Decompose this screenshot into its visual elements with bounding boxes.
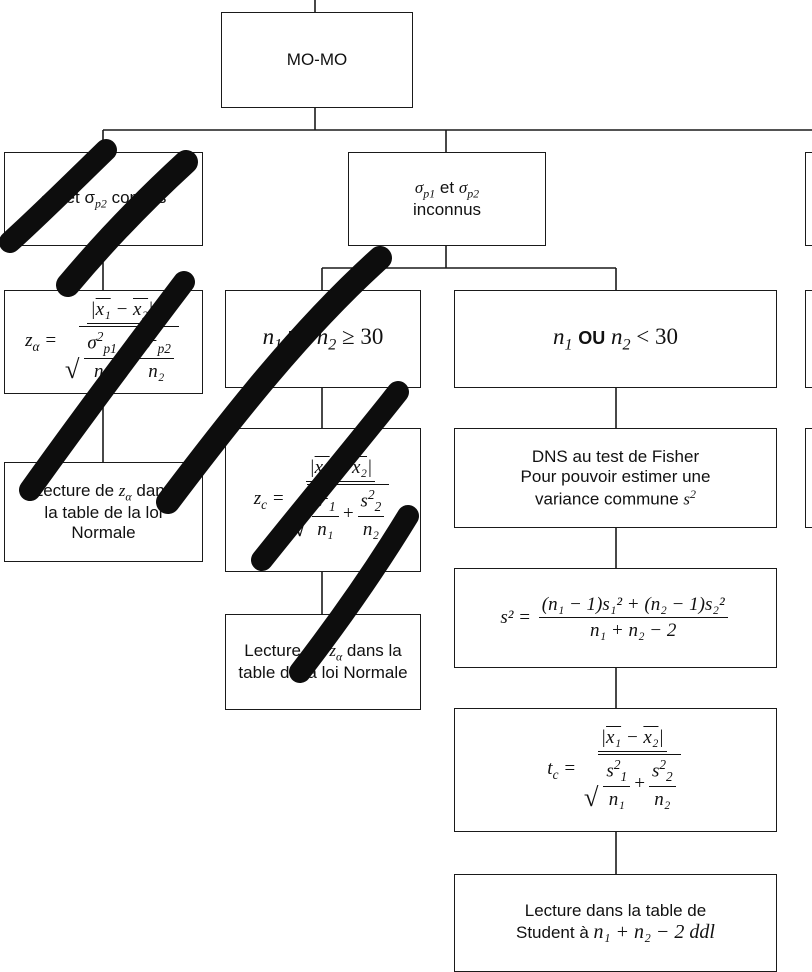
unknown-sigma-condition: σp1 et σp2 inconnus [412,177,482,220]
small-sample-node: n1 OU n2 < 30 [454,290,777,388]
root-label: MO-MO [286,49,348,69]
large-sample-condition: n1 ET n2 ≥ 30 [262,323,384,354]
offscreen-node-2 [805,290,812,388]
known-sigma-node: σp1 et σp2 connus [4,152,203,246]
large-sample-node: n1 ET n2 ≥ 30 [225,290,421,388]
fisher-test-text: DNS au test de Fisher Pour pouvoir estim… [520,446,711,509]
student-lookup-node: Lecture dans la table de Student à n₁ + … [454,874,777,972]
offscreen-node-1 [805,152,812,246]
student-lookup-text: Lecture dans la table de Student à n₁ + … [516,901,715,944]
known-sigma-condition: σp1 et σp2 connus [40,187,167,211]
offscreen-node-3 [805,428,812,528]
common-variance-formula: s² = (n₁ − 1)s₁² + (n₂ − 1)s₂² n₁ + n₂ −… [500,594,730,643]
small-sample-condition: n1 OU n2 < 30 [552,323,679,354]
common-variance-node: s² = (n₁ − 1)s₁² + (n₂ − 1)s₂² n₁ + n₂ −… [454,568,777,668]
large-sample-lookup-node: Lecture de zα dans la table de la loi No… [225,614,421,710]
large-sample-lookup-text: Lecture de zα dans la table de la loi No… [238,640,408,683]
root-node: MO-MO [221,12,413,108]
unknown-sigma-node: σp1 et σp2 inconnus [348,152,546,246]
fisher-test-node: DNS au test de Fisher Pour pouvoir estim… [454,428,777,528]
